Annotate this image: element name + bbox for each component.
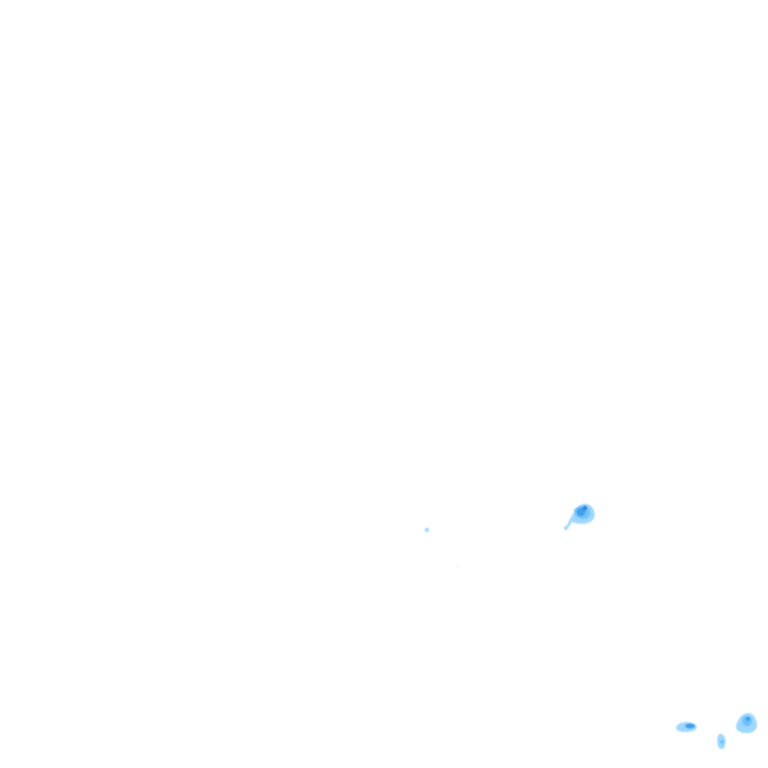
echo-small-left bbox=[424, 527, 459, 567]
echo-bottom-right-c bbox=[736, 713, 757, 734]
echo-center-right bbox=[564, 503, 595, 530]
echo-bottom-right-b bbox=[717, 733, 726, 750]
echo-bottom-right-a bbox=[676, 722, 697, 732]
